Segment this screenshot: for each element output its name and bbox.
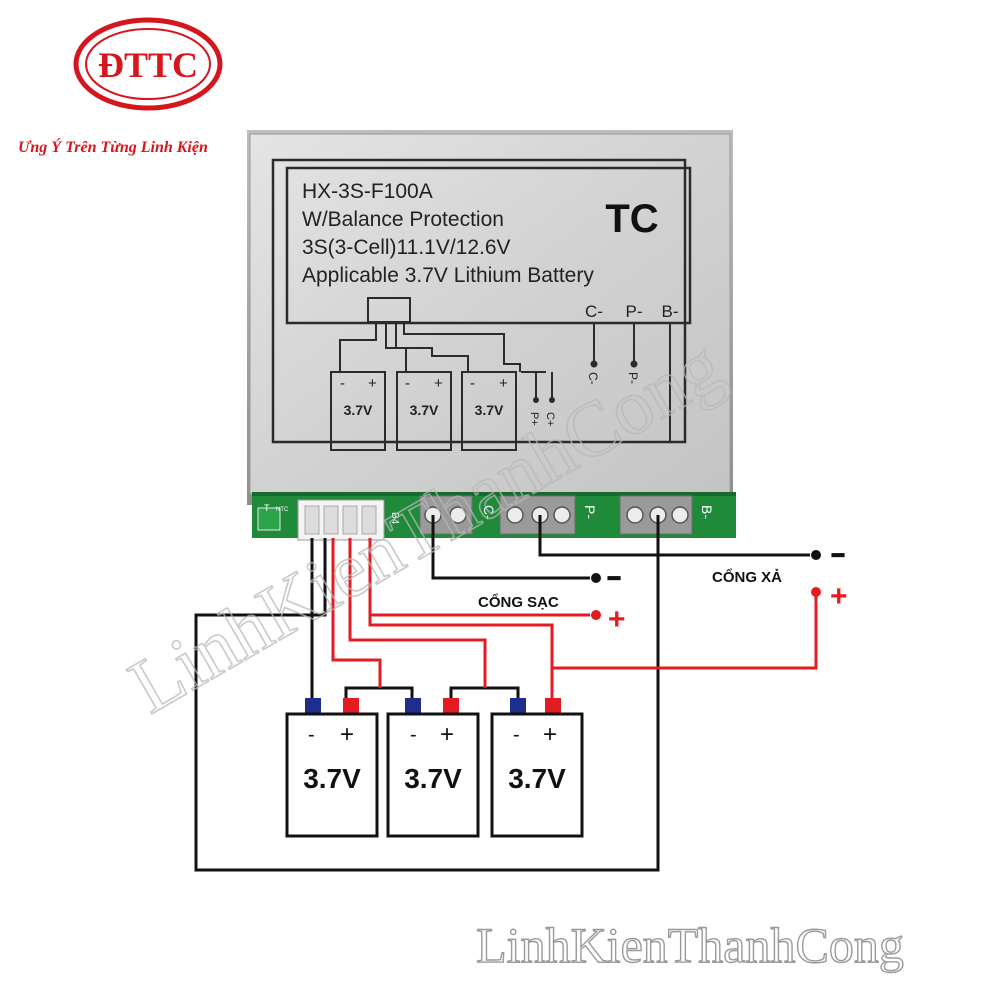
printed-rot-c-plus: C+: [544, 412, 556, 426]
wire-terminals-red: [591, 587, 821, 620]
silk-t: T: [264, 503, 270, 513]
charge-port-minus: ━: [607, 568, 621, 590]
printed-rot-c-minus: C-: [586, 372, 600, 385]
printed-cell2-minus: -: [405, 375, 410, 392]
silk-c-minus: C-: [481, 505, 497, 520]
logo-text: ĐTTC: [98, 45, 198, 85]
bms-board: HX-3S-F100A W/Balance Protection 3S(3-Ce…: [247, 130, 733, 505]
printed-cell3-minus: -: [470, 375, 475, 392]
battery-2-plus: +: [440, 721, 454, 748]
printed-rot-p-plus: P+: [528, 412, 540, 426]
silk-ntc: NTC: [276, 507, 289, 513]
battery-1-minus: -: [308, 724, 315, 746]
board-applicable: Applicable 3.7V Lithium Battery: [302, 264, 594, 287]
battery-2-minus: -: [410, 724, 417, 746]
pcb-strip: T NTC B4 C- P- B-: [252, 492, 736, 541]
brand-slogan: Ưng Ý Trên Từng Linh Kiện: [18, 137, 208, 156]
battery-1-plus: +: [340, 721, 354, 748]
charge-port-label: CỔNG SẠC: [478, 593, 559, 611]
silk-b4: B4: [389, 512, 400, 525]
printed-cell1-voltage: 3.7V: [344, 402, 373, 418]
charge-port-plus: +: [608, 603, 626, 636]
board-port-label-p: P-: [626, 302, 643, 321]
board-model: HX-3S-F100A: [302, 180, 433, 203]
printed-cell3-voltage: 3.7V: [475, 402, 504, 418]
printed-cell1-minus: -: [340, 375, 345, 392]
battery-1: - + 3.7V: [285, 698, 379, 838]
discharge-port-label: CỔNG XẢ: [712, 568, 782, 586]
printed-cell1-plus: +: [368, 375, 377, 392]
board-mark: TC: [605, 197, 658, 241]
brand-logo: ĐTTC: [73, 17, 223, 111]
watermark-bottom: LinhKienThanhCong: [476, 917, 904, 973]
battery-2: - + 3.7V: [386, 698, 480, 838]
battery-3-plus: +: [543, 721, 557, 748]
printed-schematic: [330, 297, 671, 451]
battery-3-minus: -: [513, 724, 520, 746]
battery-3-voltage: 3.7V: [508, 763, 566, 794]
board-port-label-c: C-: [585, 302, 603, 321]
silk-b-minus: B-: [699, 505, 715, 519]
battery-2-voltage: 3.7V: [404, 763, 462, 794]
battery-3: - + 3.7V: [490, 698, 584, 838]
board-protection: W/Balance Protection: [302, 208, 504, 231]
printed-rot-p-minus: P-: [626, 372, 640, 384]
board-port-label-b: B-: [662, 302, 679, 321]
discharge-port-minus: ━: [831, 545, 845, 567]
silk-p-minus: P-: [582, 505, 598, 519]
battery-1-voltage: 3.7V: [303, 763, 361, 794]
printed-cell2-plus: +: [434, 375, 443, 392]
printed-cell2-voltage: 3.7V: [410, 402, 439, 418]
board-voltage: 3S(3-Cell)11.1V/12.6V: [302, 236, 511, 259]
printed-cell3-plus: +: [499, 375, 508, 392]
wire-terminals: [591, 550, 821, 583]
wires: [194, 515, 818, 872]
discharge-port-plus: +: [830, 580, 848, 613]
